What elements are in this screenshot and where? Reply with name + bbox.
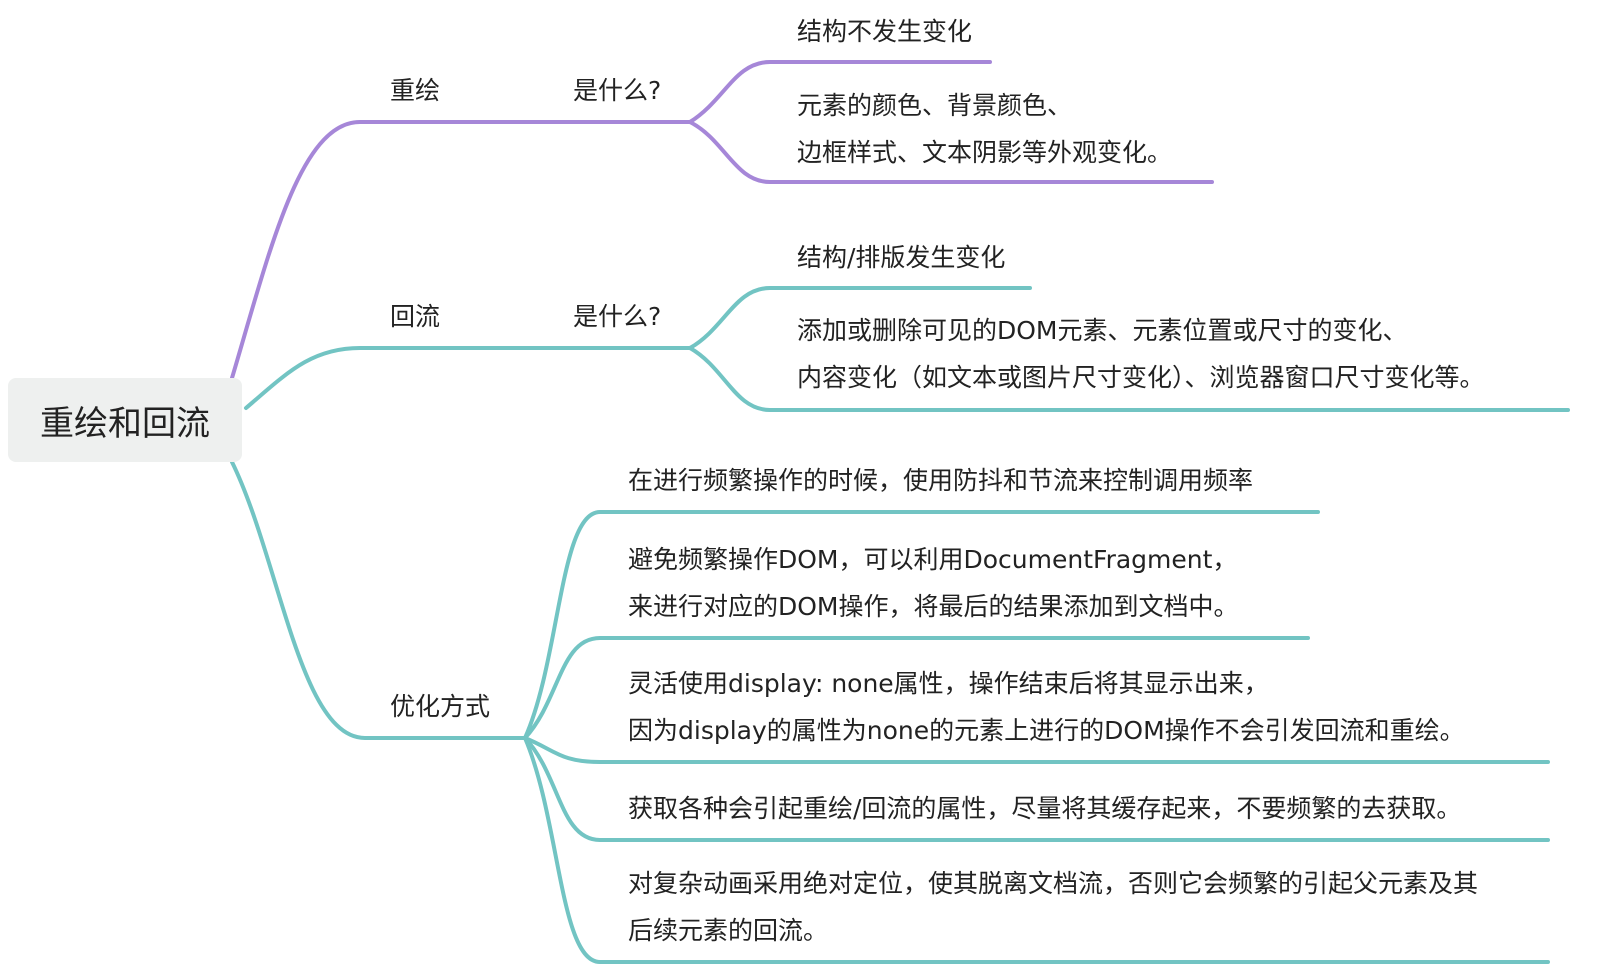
- node-reflow-leaf1[interactable]: 结构/排版发生变化: [797, 243, 1006, 272]
- link-opt-item2: [523, 636, 1310, 740]
- node-opt-item1[interactable]: 在进行频繁操作的时候，使用防抖和节流来控制调用频率: [628, 466, 1254, 495]
- node-opt-item2-line2[interactable]: 来进行对应的DOM操作，将最后的结果添加到文档中。: [628, 592, 1239, 621]
- link-root-optimize: [230, 460, 527, 740]
- link-reflow-leaf1: [688, 286, 1032, 350]
- node-opt-item5-line1[interactable]: 对复杂动画采用绝对定位，使其脱离文档流，否则它会频繁的引起父元素及其: [628, 869, 1479, 898]
- link-root-repaint: [230, 120, 692, 380]
- link-reflow-leaf2: [688, 346, 1570, 412]
- link-opt-item4: [523, 736, 1550, 842]
- node-repaint-what[interactable]: 是什么?: [573, 76, 662, 105]
- node-opt-item2-line1[interactable]: 避免频繁操作DOM，可以利用DocumentFragment，: [628, 545, 1238, 574]
- link-opt-item5: [523, 736, 1550, 964]
- node-opt-item5-line2[interactable]: 后续元素的回流。: [628, 916, 829, 945]
- node-repaint-leaf1[interactable]: 结构不发生变化: [797, 17, 973, 46]
- node-repaint-leaf2-line2[interactable]: 边框样式、文本阴影等外观变化。: [797, 138, 1173, 167]
- node-repaint[interactable]: 重绘: [390, 76, 441, 105]
- link-root-reflow: [244, 346, 692, 410]
- node-opt-item3-line2[interactable]: 因为display的属性为none的元素上进行的DOM操作不会引发回流和重绘。: [628, 716, 1465, 745]
- node-repaint-leaf2-line1[interactable]: 元素的颜色、背景颜色、: [797, 91, 1073, 120]
- link-opt-item3: [523, 736, 1550, 764]
- node-reflow-what[interactable]: 是什么?: [573, 302, 662, 331]
- root-node[interactable]: 重绘和回流: [8, 378, 242, 462]
- node-reflow[interactable]: 回流: [390, 302, 441, 331]
- node-optimize[interactable]: 优化方式: [390, 692, 491, 721]
- node-reflow-leaf2-line2[interactable]: 内容变化（如文本或图片尺寸变化）、浏览器窗口尺寸变化等。: [797, 363, 1485, 392]
- link-repaint-leaf2: [688, 120, 1214, 184]
- node-opt-item3-line1[interactable]: 灵活使用display: none属性，操作结束后将其显示出来，: [628, 669, 1269, 698]
- node-reflow-leaf2-line1[interactable]: 添加或删除可见的DOM元素、元素位置或尺寸的变化、: [797, 316, 1408, 345]
- link-repaint-leaf1: [688, 60, 992, 124]
- link-opt-item1: [523, 510, 1320, 740]
- node-opt-item4[interactable]: 获取各种会引起重绘/回流的属性，尽量将其缓存起来，不要频繁的去获取。: [628, 794, 1462, 823]
